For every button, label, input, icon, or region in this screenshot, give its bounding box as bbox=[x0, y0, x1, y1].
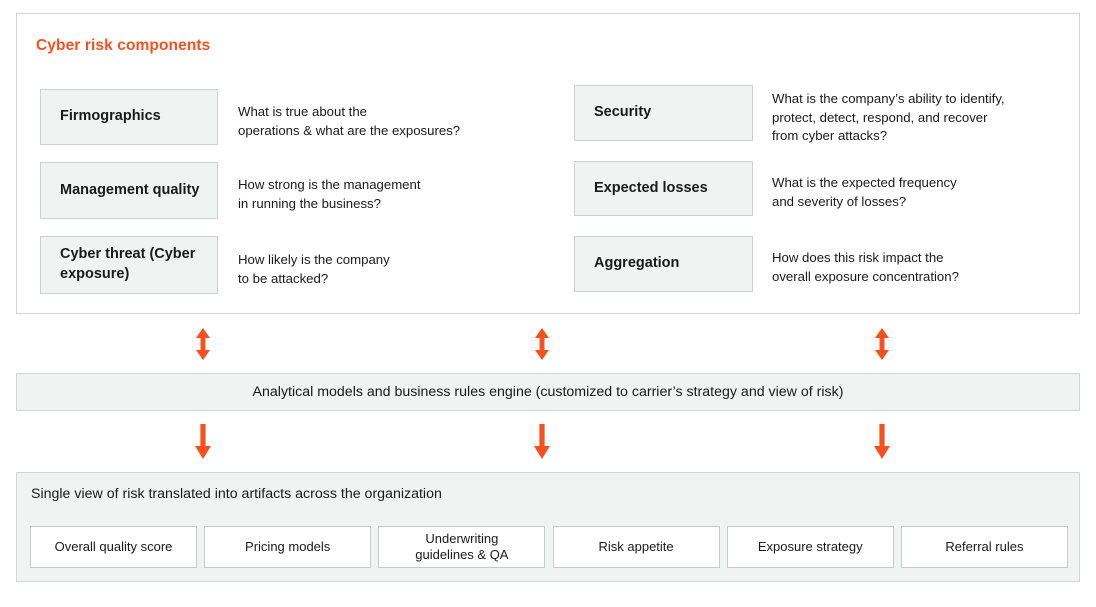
artifact-box-referral-rules[interactable]: Referral rules bbox=[900, 526, 1068, 568]
artifact-box-pricing-models[interactable]: Pricing models bbox=[204, 526, 372, 568]
artifacts-panel: Single view of risk translated into arti… bbox=[16, 472, 1080, 582]
double-headed-vertical-arrow-icon bbox=[531, 327, 553, 361]
double-headed-vertical-arrow-icon bbox=[871, 327, 893, 361]
component-box-management-quality[interactable]: Management quality bbox=[40, 162, 218, 219]
artifact-box-underwriting-guidelines-qa[interactable]: Underwriting guidelines & QA bbox=[378, 526, 546, 568]
component-row-aggregation: Aggregation How does this risk impact th… bbox=[574, 236, 959, 292]
component-description-cyber-threat: How likely is the company to be attacked… bbox=[238, 252, 390, 286]
component-description-expected-losses: What is the expected frequency and sever… bbox=[772, 175, 957, 209]
double-headed-vertical-arrow-icon bbox=[192, 327, 214, 361]
artifact-box-risk-appetite[interactable]: Risk appetite bbox=[552, 526, 720, 568]
artifact-box-overall-quality-score[interactable]: Overall quality score bbox=[30, 526, 197, 568]
component-box-expected-losses[interactable]: Expected losses bbox=[574, 161, 753, 216]
page-title: Cyber risk components bbox=[36, 37, 211, 54]
component-row-cyber-threat: Cyber threat (Cyber exposure) How likely… bbox=[40, 236, 390, 294]
component-box-cyber-threat[interactable]: Cyber threat (Cyber exposure) bbox=[40, 236, 218, 294]
component-box-firmographics[interactable]: Firmographics bbox=[40, 89, 218, 145]
component-row-security: Security What is the company’s ability t… bbox=[574, 85, 1005, 146]
cyber-risk-components-panel: Cyber risk components Firmographics What… bbox=[16, 13, 1080, 314]
component-row-expected-losses: Expected losses What is the expected fre… bbox=[574, 161, 957, 216]
component-row-management-quality: Management quality How strong is the man… bbox=[40, 162, 421, 219]
component-row-firmographics: Firmographics What is true about the ope… bbox=[40, 89, 460, 145]
analytical-engine-bar: Analytical models and business rules eng… bbox=[16, 373, 1080, 411]
down-arrow-icon bbox=[871, 424, 893, 460]
artifacts-list: Overall quality score Pricing models Und… bbox=[30, 526, 1068, 568]
component-box-aggregation[interactable]: Aggregation bbox=[574, 236, 753, 292]
down-arrow-icon bbox=[192, 424, 214, 460]
component-description-security: What is the company’s ability to identif… bbox=[772, 91, 1005, 144]
analytical-engine-label: Analytical models and business rules eng… bbox=[252, 384, 844, 400]
down-arrow-icon bbox=[531, 424, 553, 460]
component-description-firmographics: What is true about the operations & what… bbox=[238, 104, 461, 138]
artifact-box-exposure-strategy[interactable]: Exposure strategy bbox=[726, 526, 894, 568]
component-description-management-quality: How strong is the management in running … bbox=[238, 177, 421, 211]
component-box-security[interactable]: Security bbox=[574, 85, 753, 141]
component-description-aggregation: How does this risk impact the overall ex… bbox=[772, 250, 959, 284]
artifacts-panel-heading: Single view of risk translated into arti… bbox=[31, 486, 442, 502]
